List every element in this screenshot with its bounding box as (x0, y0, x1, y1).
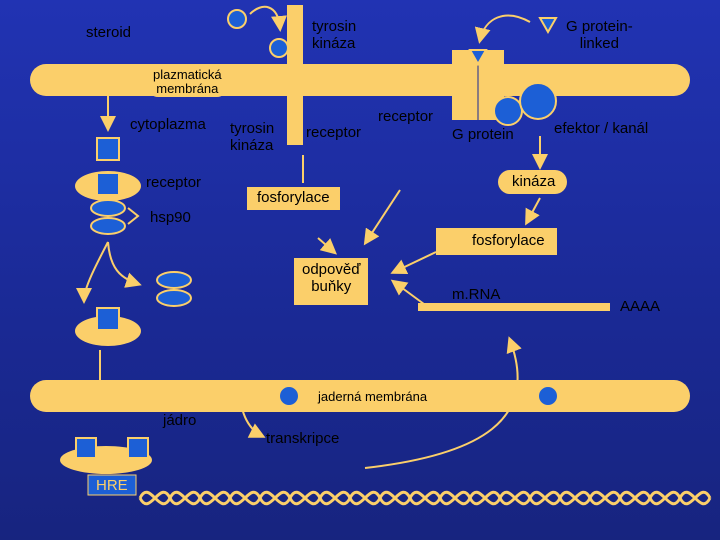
arrow-kinase-to-fosforylace (525, 197, 541, 226)
nuclear-pore-left (278, 385, 300, 407)
label-odpoved-bunky: odpověď buňky (294, 258, 369, 305)
label-jaderna-membrana: jaderná membrána (318, 389, 428, 404)
transcription-arrow (239, 389, 266, 438)
ligand-triangle-top (538, 17, 558, 35)
label-steroid: steroid (86, 24, 132, 41)
label-fosforylace-right: fosforylace (436, 228, 557, 255)
dimer-square-2 (127, 437, 149, 459)
label-tyrosin-kinaza-top: tyrosin kináza (312, 18, 357, 52)
label-hre: HRE (96, 477, 128, 494)
left-square-2 (96, 172, 120, 196)
label-g-protein-linked: G protein- linked (566, 18, 633, 52)
nuclear-pore-right (537, 385, 559, 407)
effector-circle (519, 82, 557, 120)
label-transkripce: transkripce (266, 430, 340, 447)
label-aaaa: AAAA (620, 298, 661, 315)
ligand-circle-top (227, 9, 247, 29)
left-square-3 (96, 307, 120, 331)
arrow-mrna-to-response (390, 279, 429, 308)
ligand-triangle-bound (468, 49, 488, 67)
arrow-fosforylace-to-response (317, 237, 338, 255)
hsp90-free-1 (156, 271, 192, 289)
dna-strand-2 (138, 490, 712, 506)
label-hsp90: hsp90 (150, 209, 191, 226)
ligand-circle-bound (269, 38, 289, 58)
mrna-strand (418, 303, 610, 311)
arrow-receptor-to-response (363, 189, 401, 246)
left-square-1 (96, 137, 120, 161)
label-plazmaticka-membrana: plazmatická membrána (148, 67, 227, 97)
label-efektor-kanal: efektor / kanál (554, 120, 649, 137)
hre-box (87, 474, 137, 496)
hsp90-ellipse-2 (90, 217, 126, 235)
hsp90-free-2 (156, 289, 192, 307)
label-cytoplazma: cytoplazma (130, 116, 206, 133)
label-receptor-mid: receptor (306, 124, 362, 141)
label-receptor-top: receptor (378, 108, 434, 125)
left-curve-arrow-1 (107, 241, 142, 288)
label-g-protein: G protein (452, 126, 514, 143)
label-mrna: m.RNA (452, 286, 501, 303)
ligand-binding-arrow (249, 5, 287, 32)
plasma-membrane (30, 64, 690, 96)
label-kinaza-right: kináza (498, 170, 568, 194)
hsp90-bracket (127, 207, 140, 225)
g-protein-circle (493, 96, 523, 126)
tyrosine-kinase-receptor (287, 5, 303, 145)
label-jadro: jádro (163, 412, 197, 429)
nuclear-membrane (30, 380, 690, 412)
left-curve-arrow-2 (76, 241, 109, 304)
mrna-export-arrow (364, 336, 522, 469)
dimer-square-1 (75, 437, 97, 459)
label-receptor-left: receptor (146, 174, 202, 191)
label-fosforylace-mid: fosforylace (247, 187, 340, 210)
hsp90-ellipse-1 (90, 199, 126, 217)
label-tyrosin-kinaza-mid: tyrosin kináza (230, 120, 275, 154)
g-ligand-binding-arrow (474, 14, 531, 44)
arrow-fosforylace-to-response-right (390, 251, 437, 275)
